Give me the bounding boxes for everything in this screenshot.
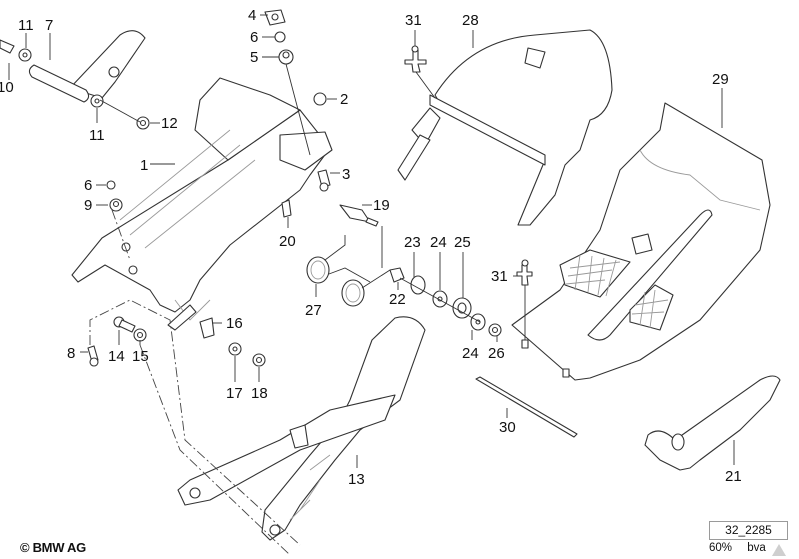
callout-21[interactable]: 21 bbox=[725, 468, 742, 485]
part-31-clip-top[interactable] bbox=[404, 45, 427, 73]
callout-30[interactable]: 30 bbox=[499, 419, 516, 436]
part-16-clip-nut[interactable] bbox=[199, 317, 215, 339]
part-20-clip[interactable] bbox=[281, 199, 292, 218]
part-28-upper-trim[interactable] bbox=[397, 29, 613, 226]
callout-6-left[interactable]: 6 bbox=[84, 177, 92, 194]
part-8-screw[interactable] bbox=[87, 345, 99, 367]
part-12-nut-upper bbox=[108, 66, 120, 78]
callout-23[interactable]: 23 bbox=[404, 234, 421, 251]
callout-5[interactable]: 5 bbox=[250, 49, 258, 66]
callout-9[interactable]: 9 bbox=[84, 197, 92, 214]
callout-11-top[interactable]: 11 bbox=[18, 17, 34, 34]
part-24-washer-a[interactable] bbox=[432, 290, 448, 308]
callout-18[interactable]: 18 bbox=[251, 385, 268, 402]
part-12-nut[interactable] bbox=[136, 116, 150, 130]
part-27-spring[interactable] bbox=[306, 235, 391, 307]
callout-labels: 10 11 7 11 12 1 6 9 8 14 15 16 17 18 4 6… bbox=[0, 7, 742, 488]
part-18-nut[interactable] bbox=[252, 353, 266, 367]
callout-28[interactable]: 28 bbox=[462, 12, 479, 29]
part-19-pin[interactable] bbox=[339, 204, 379, 227]
callout-12[interactable]: 12 bbox=[161, 115, 178, 132]
part-11-washer-top[interactable] bbox=[18, 48, 32, 62]
part-26-nut[interactable] bbox=[488, 323, 502, 337]
part-21-footrest[interactable] bbox=[644, 375, 781, 471]
assembly-lines bbox=[89, 63, 526, 556]
part-14-bolt[interactable] bbox=[113, 316, 136, 333]
callout-31-top[interactable]: 31 bbox=[405, 12, 422, 29]
callout-13[interactable]: 13 bbox=[348, 471, 365, 488]
part-25-bearing[interactable] bbox=[452, 297, 472, 319]
callout-8[interactable]: 8 bbox=[67, 345, 75, 362]
part-22-clip[interactable] bbox=[389, 267, 405, 283]
code-label: bva bbox=[747, 542, 766, 554]
part-30-strip[interactable] bbox=[475, 376, 578, 438]
part-24-washer-b[interactable] bbox=[470, 313, 486, 331]
part-13-pedal-arm[interactable] bbox=[177, 316, 426, 541]
callout-19[interactable]: 19 bbox=[373, 197, 390, 214]
part-11-washer-lower[interactable] bbox=[90, 94, 104, 108]
warning-triangle-icon bbox=[772, 544, 786, 556]
part-7-pin-strap[interactable] bbox=[28, 30, 146, 103]
part-17-washer[interactable] bbox=[228, 342, 242, 356]
part-29-lower-trim[interactable] bbox=[511, 102, 771, 381]
callout-15[interactable]: 15 bbox=[132, 348, 149, 365]
part-6-sleeve-top[interactable] bbox=[274, 31, 286, 43]
part-3-bolt[interactable] bbox=[317, 169, 331, 192]
callout-22[interactable]: 22 bbox=[389, 291, 406, 308]
reference-number: 32_2285 bbox=[709, 521, 788, 540]
callout-6-top[interactable]: 6 bbox=[250, 29, 258, 46]
part-15-nut[interactable] bbox=[133, 328, 147, 342]
part-9-grommet[interactable] bbox=[109, 198, 123, 212]
scale-label: 60% bbox=[709, 542, 733, 554]
callout-27[interactable]: 27 bbox=[305, 302, 322, 319]
callout-31-lower[interactable]: 31 bbox=[491, 268, 508, 285]
grip-pattern-lower bbox=[629, 284, 674, 331]
part-6-sleeve-left[interactable] bbox=[106, 180, 116, 190]
callout-3[interactable]: 3 bbox=[342, 166, 350, 183]
callout-29[interactable]: 29 bbox=[712, 71, 729, 88]
callout-10[interactable]: 10 bbox=[0, 79, 14, 96]
callout-leaders bbox=[8, 14, 735, 468]
callout-16[interactable]: 16 bbox=[226, 315, 243, 332]
callout-4[interactable]: 4 bbox=[248, 7, 256, 24]
part-10-bolt[interactable] bbox=[0, 39, 15, 54]
callout-17[interactable]: 17 bbox=[226, 385, 243, 402]
callout-11-lower[interactable]: 11 bbox=[89, 127, 105, 144]
callout-24-top[interactable]: 24 bbox=[430, 234, 447, 251]
part-2-screw[interactable] bbox=[313, 92, 327, 106]
reference-meta: 60% bva bbox=[709, 542, 778, 554]
grip-pattern-upper bbox=[559, 249, 631, 298]
callout-1[interactable]: 1 bbox=[140, 157, 148, 174]
part-4-clip-nut[interactable] bbox=[264, 9, 286, 26]
callout-2[interactable]: 2 bbox=[340, 91, 348, 108]
callout-7[interactable]: 7 bbox=[45, 17, 53, 34]
callout-20[interactable]: 20 bbox=[279, 233, 296, 250]
callout-26[interactable]: 26 bbox=[488, 345, 505, 362]
part-31-clip-lower[interactable] bbox=[516, 259, 533, 286]
part-1-bracket[interactable] bbox=[71, 77, 333, 331]
callout-25[interactable]: 25 bbox=[454, 234, 471, 251]
callout-24-lower[interactable]: 24 bbox=[462, 345, 479, 362]
part-5-grommet[interactable] bbox=[278, 49, 294, 65]
callout-14[interactable]: 14 bbox=[108, 348, 125, 365]
copyright-notice: © BMW AG bbox=[20, 540, 86, 555]
